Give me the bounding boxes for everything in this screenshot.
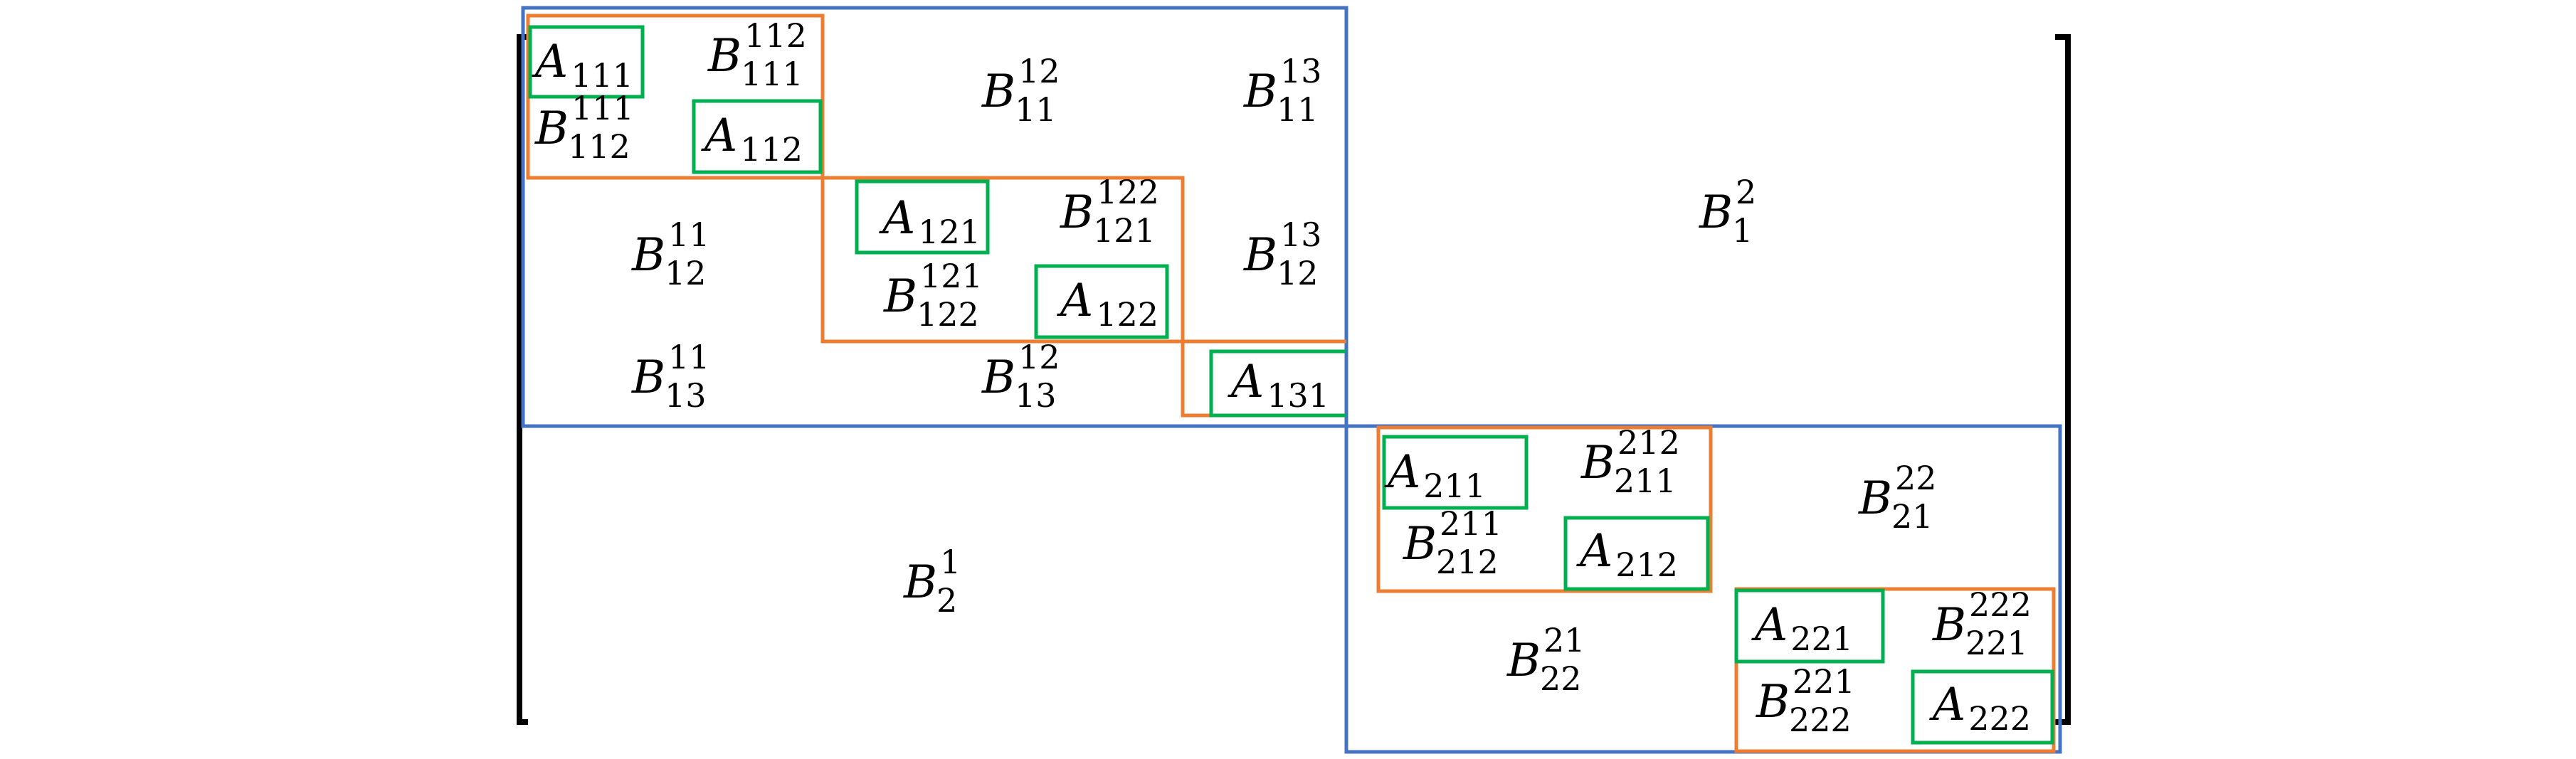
level3-block-a211	[1382, 435, 1529, 510]
level2-block-11	[526, 14, 825, 180]
level3-blocks	[528, 25, 2054, 745]
level1-block-1	[521, 6, 1348, 428]
label-a121: A121	[879, 192, 981, 251]
level3-block-a112	[692, 99, 823, 174]
label-a211: A211	[1384, 446, 1486, 505]
label-a221: A221	[1751, 599, 1853, 658]
label-a122: A122	[1057, 275, 1158, 334]
label-a112: A112	[701, 110, 803, 169]
label-a111: A111	[532, 36, 633, 95]
level3-block-a111	[528, 25, 645, 99]
level2-block-21	[1376, 425, 1713, 593]
label-a222: A222	[1929, 679, 2031, 738]
level3-block-a212	[1563, 516, 1710, 591]
level3-block-a222	[1911, 669, 2054, 745]
level3-block-a221	[1734, 588, 1885, 664]
level3-block-a121	[855, 179, 990, 255]
level3-block-a131	[1209, 349, 1346, 418]
level2-block-12	[820, 176, 1185, 344]
label-a212: A212	[1576, 525, 1678, 584]
level3-block-a122	[1034, 264, 1169, 339]
label-a131: A131	[1228, 356, 1329, 415]
